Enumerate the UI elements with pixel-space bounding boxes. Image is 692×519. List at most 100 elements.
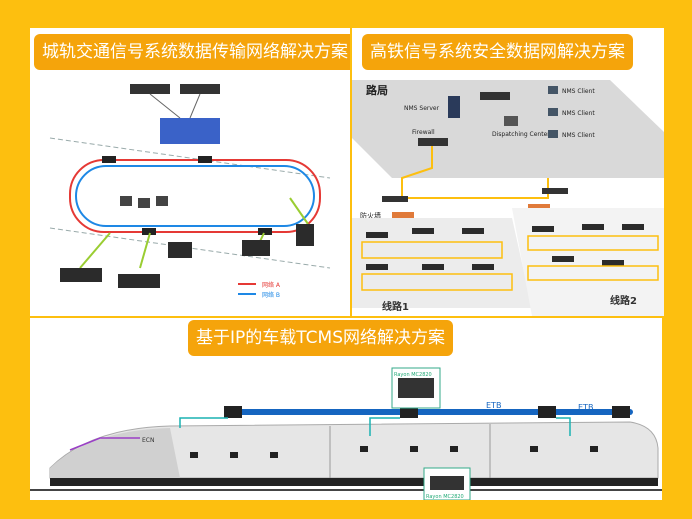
- line2-label: 线路2: [610, 294, 637, 307]
- hsr-network-diagram: 路局 NMS Server Firewall Dispatching Cente…: [352, 80, 664, 316]
- green-link: [289, 197, 309, 225]
- uplink-line: [189, 93, 201, 119]
- network-a-ring: [69, 159, 321, 233]
- nms-server-device: [448, 96, 460, 118]
- dispatch-device: [504, 116, 518, 126]
- etb-node: [612, 406, 630, 418]
- nms-client-label: NMS Client: [562, 132, 595, 139]
- legend-network-b: 网络 B: [262, 291, 280, 299]
- line2-link: [527, 265, 659, 281]
- line1-link: [361, 241, 503, 259]
- etb-label: ETB: [578, 403, 593, 412]
- line-switch: [602, 260, 624, 266]
- nms-client-label: NMS Client: [562, 88, 595, 95]
- station-switch: [542, 188, 568, 194]
- line1-label: 线路1: [382, 300, 409, 313]
- panel-title: 基于IP的车载TCMS网络解决方案: [188, 320, 453, 356]
- field-switch: [118, 274, 160, 288]
- dispatch-label: Dispatching Center: [492, 131, 550, 138]
- line1-plane: [352, 218, 532, 308]
- line-switch: [412, 228, 434, 234]
- track-line: [49, 227, 331, 269]
- client-monitor: [548, 86, 558, 94]
- line-switch: [366, 232, 388, 238]
- hsr-network-panel: 路局 NMS Server Firewall Dispatching Cente…: [352, 28, 664, 316]
- green-link: [139, 232, 151, 269]
- uplink-line: [149, 93, 181, 119]
- line-switch: [532, 226, 554, 232]
- server-device: [130, 84, 170, 94]
- line-switch: [366, 264, 388, 270]
- field-switch: [242, 240, 270, 256]
- nms-server-label: NMS Server: [404, 105, 440, 112]
- line-switch: [552, 256, 574, 262]
- ring-switch: [258, 228, 272, 235]
- firewall-center-label: Firewall: [412, 129, 435, 136]
- etb-node: [224, 406, 242, 418]
- bureau-plane: [352, 80, 664, 178]
- consist-link: [556, 417, 571, 436]
- consist-link: [179, 417, 228, 428]
- station-switch: [382, 196, 408, 202]
- onboard-node: [450, 446, 458, 452]
- train-nose: [50, 428, 180, 478]
- wayside-device: [120, 196, 132, 206]
- onboard-node: [190, 452, 198, 458]
- wayside-device: [138, 198, 150, 208]
- legend-network-a: 网络 A: [262, 281, 281, 289]
- network-b-ring: [75, 165, 315, 227]
- onboard-node: [360, 446, 368, 452]
- field-switch: [168, 242, 192, 258]
- panel-title: 高铁信号系统安全数据网解决方案: [362, 34, 633, 70]
- tcms-panel: ETB ETB Rayon MC2820 ECN: [30, 318, 662, 500]
- panel-title: 城轨交通信号系统数据传输网络解决方案: [34, 34, 350, 70]
- line2-plane: [512, 208, 664, 316]
- ring-switch: [198, 156, 212, 163]
- line2-link: [527, 235, 659, 251]
- onboard-node: [530, 446, 538, 452]
- line1-link: [361, 273, 513, 291]
- rayon-device-label: Rayon MC2820: [426, 494, 464, 500]
- rayon-device-label: Rayon MC2820: [394, 372, 432, 378]
- ecn-link: [69, 437, 140, 451]
- onboard-node: [270, 452, 278, 458]
- firewall-device: [392, 212, 414, 220]
- metro-network-panel: 网络 A 网络 B 城轨交通信号系统数据传输网络解决方案: [30, 28, 350, 316]
- ring-switch: [102, 156, 116, 163]
- consist-link: [369, 417, 400, 436]
- line-switch: [422, 264, 444, 270]
- etb-node: [538, 406, 556, 418]
- track-line: [49, 137, 331, 179]
- yellow-uplink: [401, 146, 549, 199]
- tcms-diagram: ETB ETB Rayon MC2820 ECN: [30, 367, 662, 500]
- rayon-device-body: [430, 476, 464, 490]
- line-switch: [462, 228, 484, 234]
- line-switch: [472, 264, 494, 270]
- ecn-tag: ECN: [142, 437, 154, 444]
- nms-client-label: NMS Client: [562, 110, 595, 117]
- onboard-node: [410, 446, 418, 452]
- line-switch: [622, 224, 644, 230]
- metro-network-diagram: 网络 A 网络 B: [49, 84, 331, 299]
- control-center-block: [160, 118, 220, 144]
- onboard-node: [590, 446, 598, 452]
- line-switch: [582, 224, 604, 230]
- rayon-device-body: [398, 378, 434, 398]
- etb-node: [400, 406, 418, 418]
- server-device: [180, 84, 220, 94]
- core-switch: [418, 138, 448, 146]
- etb-label: ETB: [486, 401, 501, 410]
- firewall-label: 防火墙: [360, 211, 381, 220]
- field-switch: [296, 224, 314, 246]
- client-monitor: [548, 108, 558, 116]
- client-monitor: [548, 130, 558, 138]
- bureau-label: 路局: [366, 83, 388, 97]
- core-switch: [480, 92, 510, 100]
- wayside-device: [156, 196, 168, 206]
- green-link: [79, 232, 111, 269]
- train-underframe: [50, 478, 658, 486]
- ring-switch: [142, 228, 156, 235]
- field-switch: [60, 268, 102, 282]
- onboard-node: [230, 452, 238, 458]
